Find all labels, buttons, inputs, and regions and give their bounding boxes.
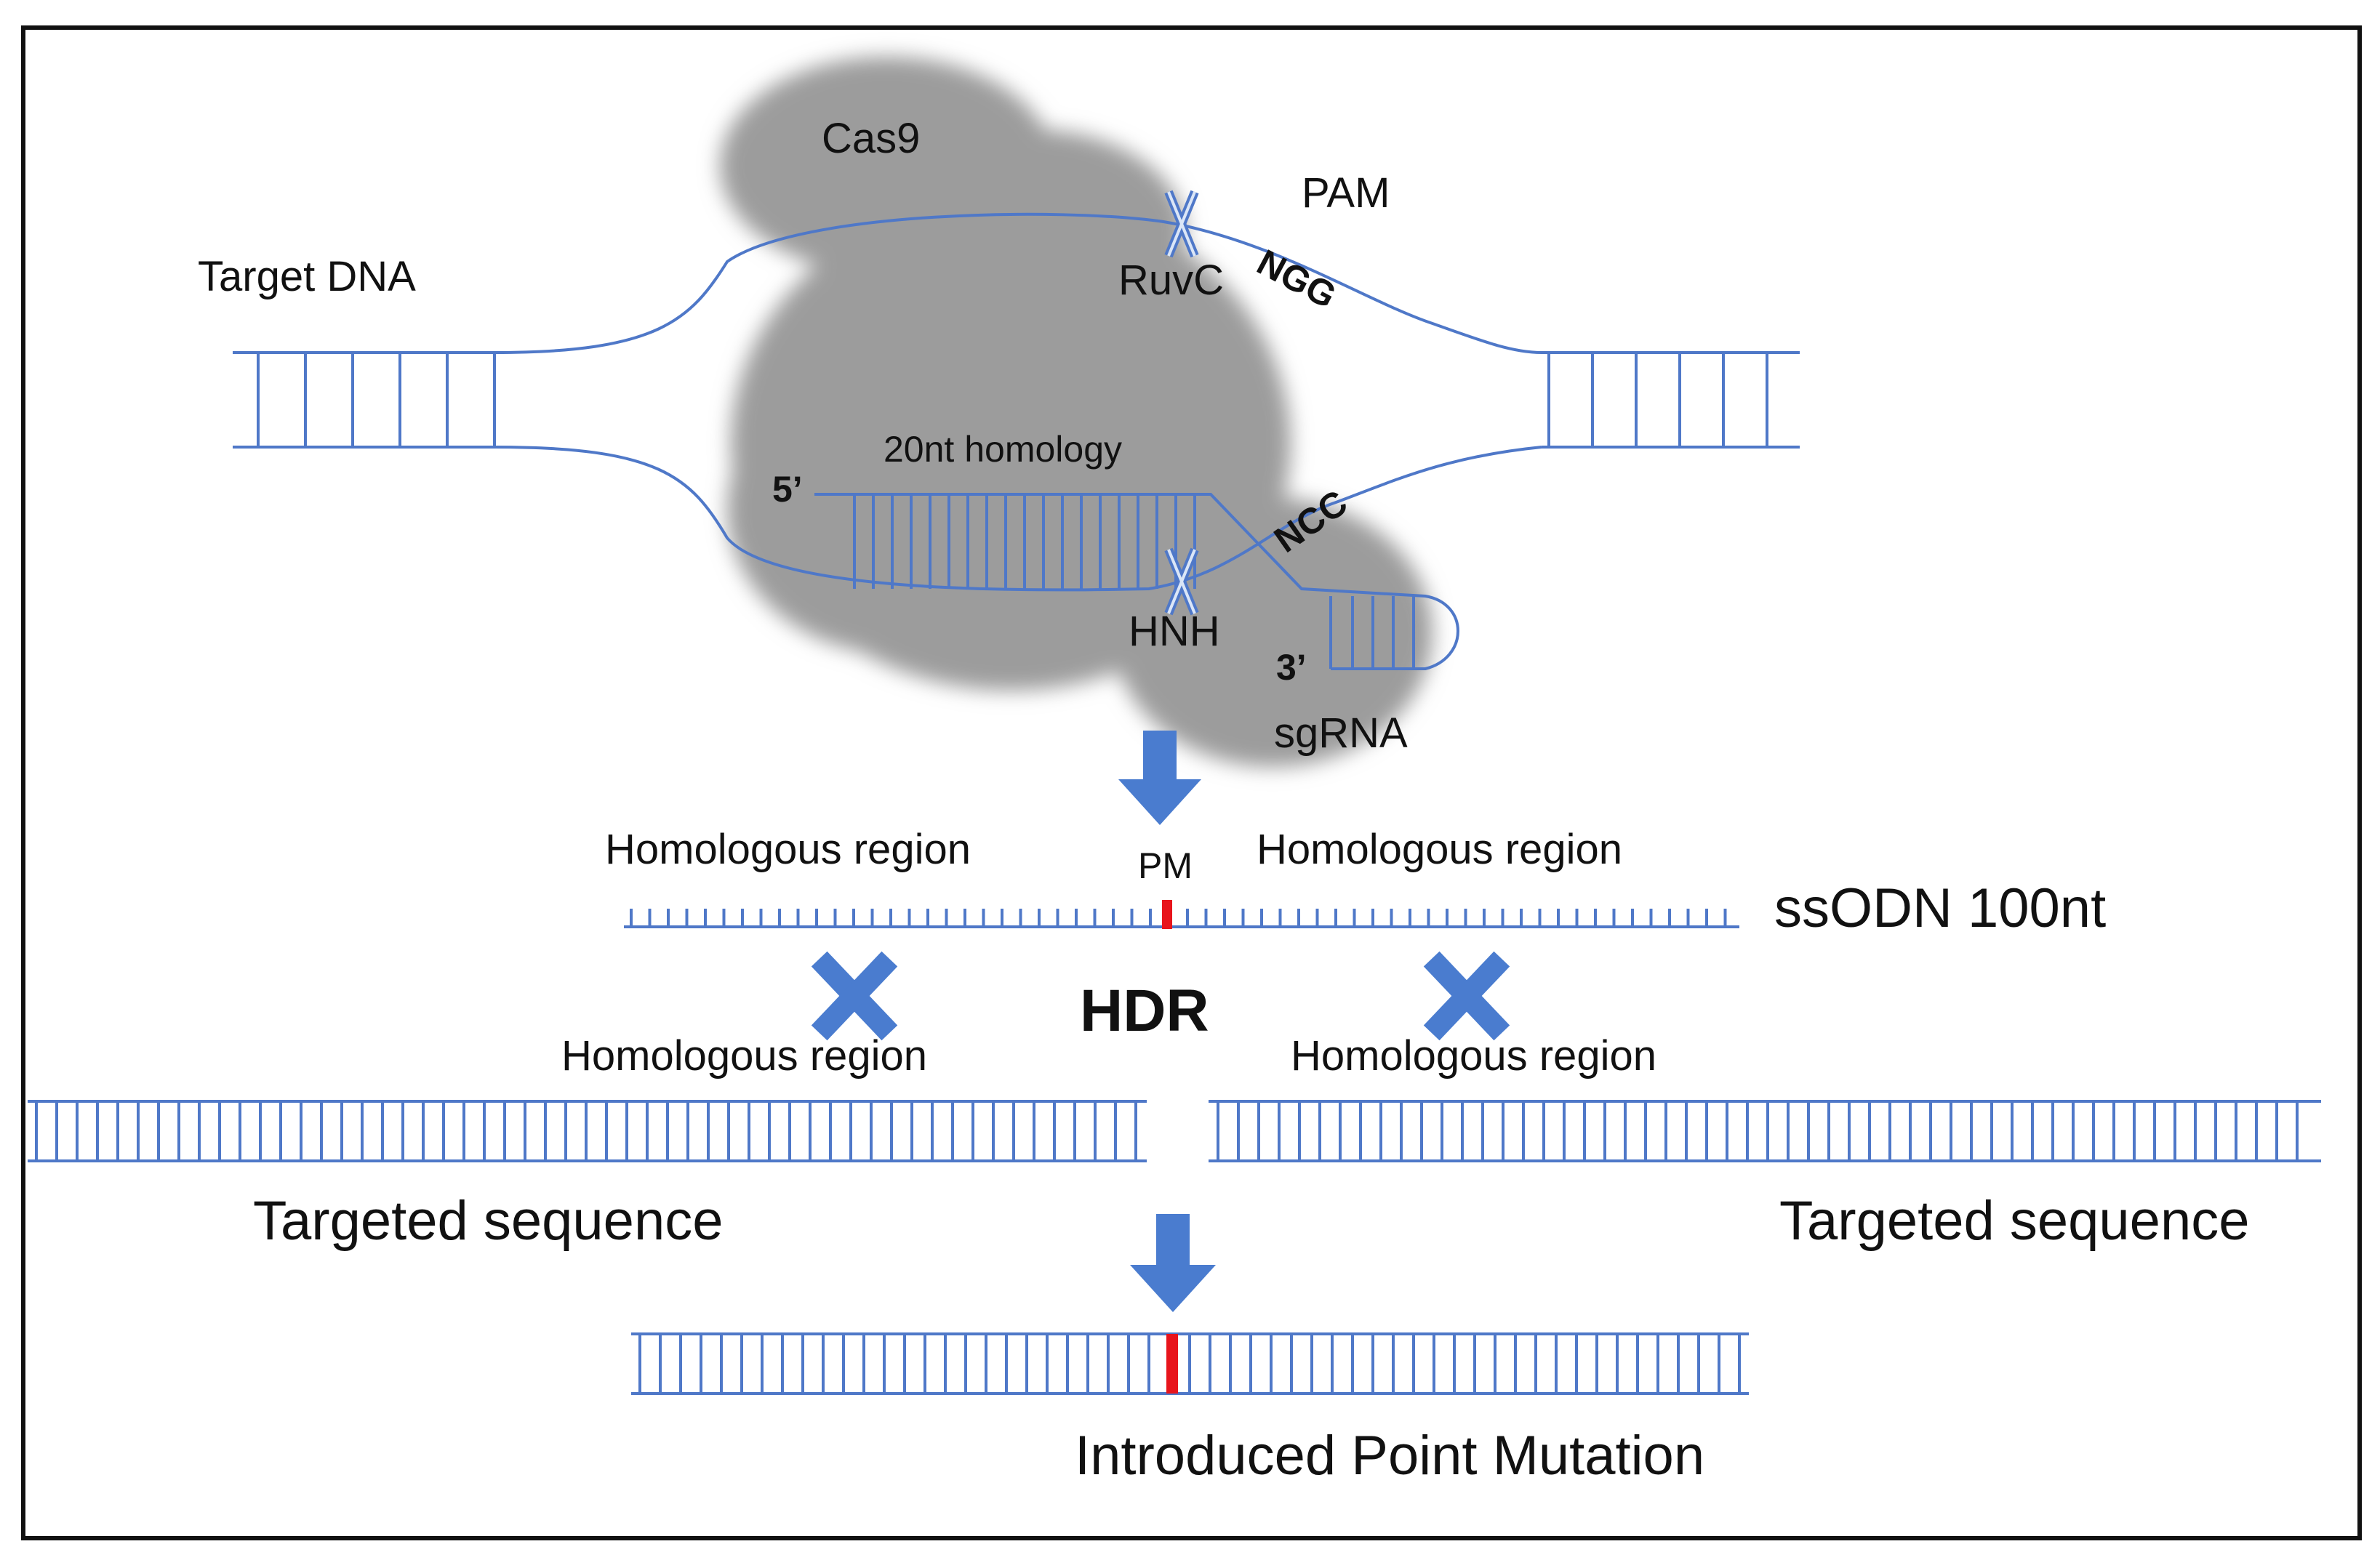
- arrow-down-icon: [1118, 731, 1201, 825]
- mutated-duplex: [631, 1332, 1749, 1395]
- genome-left-homologous-region-label: Homologous region: [561, 1032, 927, 1079]
- ssodn-right-homologous-region-label: Homologous region: [1257, 826, 1622, 873]
- ruvc-label: RuvC: [1118, 257, 1224, 304]
- genome-right-homologous-region-label: Homologous region: [1291, 1032, 1656, 1079]
- ssodn-point-mutation-mark: [1162, 900, 1172, 929]
- cas9-protein-blob: [720, 57, 1433, 767]
- targeted-sequence-left-duplex: [28, 1100, 1147, 1162]
- sgrna-label: sgRNA: [1274, 709, 1408, 757]
- introduced-point-mutation-label: Introduced Point Mutation: [1075, 1425, 1704, 1487]
- target-dna-label: Target DNA: [198, 253, 416, 300]
- left-x-crossover-icon: [811, 951, 898, 1041]
- hnh-cleavage-x-icon: [1164, 547, 1199, 616]
- ssodn-label: ssODN 100nt: [1774, 877, 2106, 939]
- arrow-down-icon: [1130, 1214, 1216, 1312]
- homology-20nt-label: 20nt homology: [884, 429, 1122, 470]
- three-prime-label: 3’: [1276, 647, 1307, 688]
- ngg-label: NGG: [1251, 241, 1343, 316]
- ssodn-left-homologous-region-label: Homologous region: [605, 826, 971, 873]
- hnh-label: HNH: [1129, 608, 1220, 655]
- ssodn-strand: [624, 900, 1739, 929]
- target-dna-right-duplex: [1542, 351, 1800, 449]
- target-dna-left-duplex: [233, 351, 496, 449]
- sgrna-strand: [814, 493, 1459, 670]
- introduced-point-mutation-mark: [1166, 1334, 1178, 1394]
- cas9-label: Cas9: [822, 115, 920, 162]
- targeted-sequence-left-label: Targeted sequence: [253, 1190, 723, 1252]
- ruvc-cleavage-x-icon: [1164, 190, 1199, 258]
- target-dna-bottom-strand: [494, 446, 1542, 592]
- diagram-frame: [21, 25, 2362, 1540]
- targeted-sequence-right-label: Targeted sequence: [1779, 1190, 2249, 1252]
- pm-label: PM: [1138, 845, 1193, 886]
- right-x-crossover-icon: [1423, 951, 1510, 1041]
- target-dna-top-strand: [494, 212, 1542, 354]
- hdr-label: HDR: [1080, 978, 1209, 1044]
- pam-label: PAM: [1302, 169, 1390, 217]
- targeted-sequence-right-duplex: [1209, 1100, 2321, 1162]
- five-prime-label: 5’: [772, 469, 803, 510]
